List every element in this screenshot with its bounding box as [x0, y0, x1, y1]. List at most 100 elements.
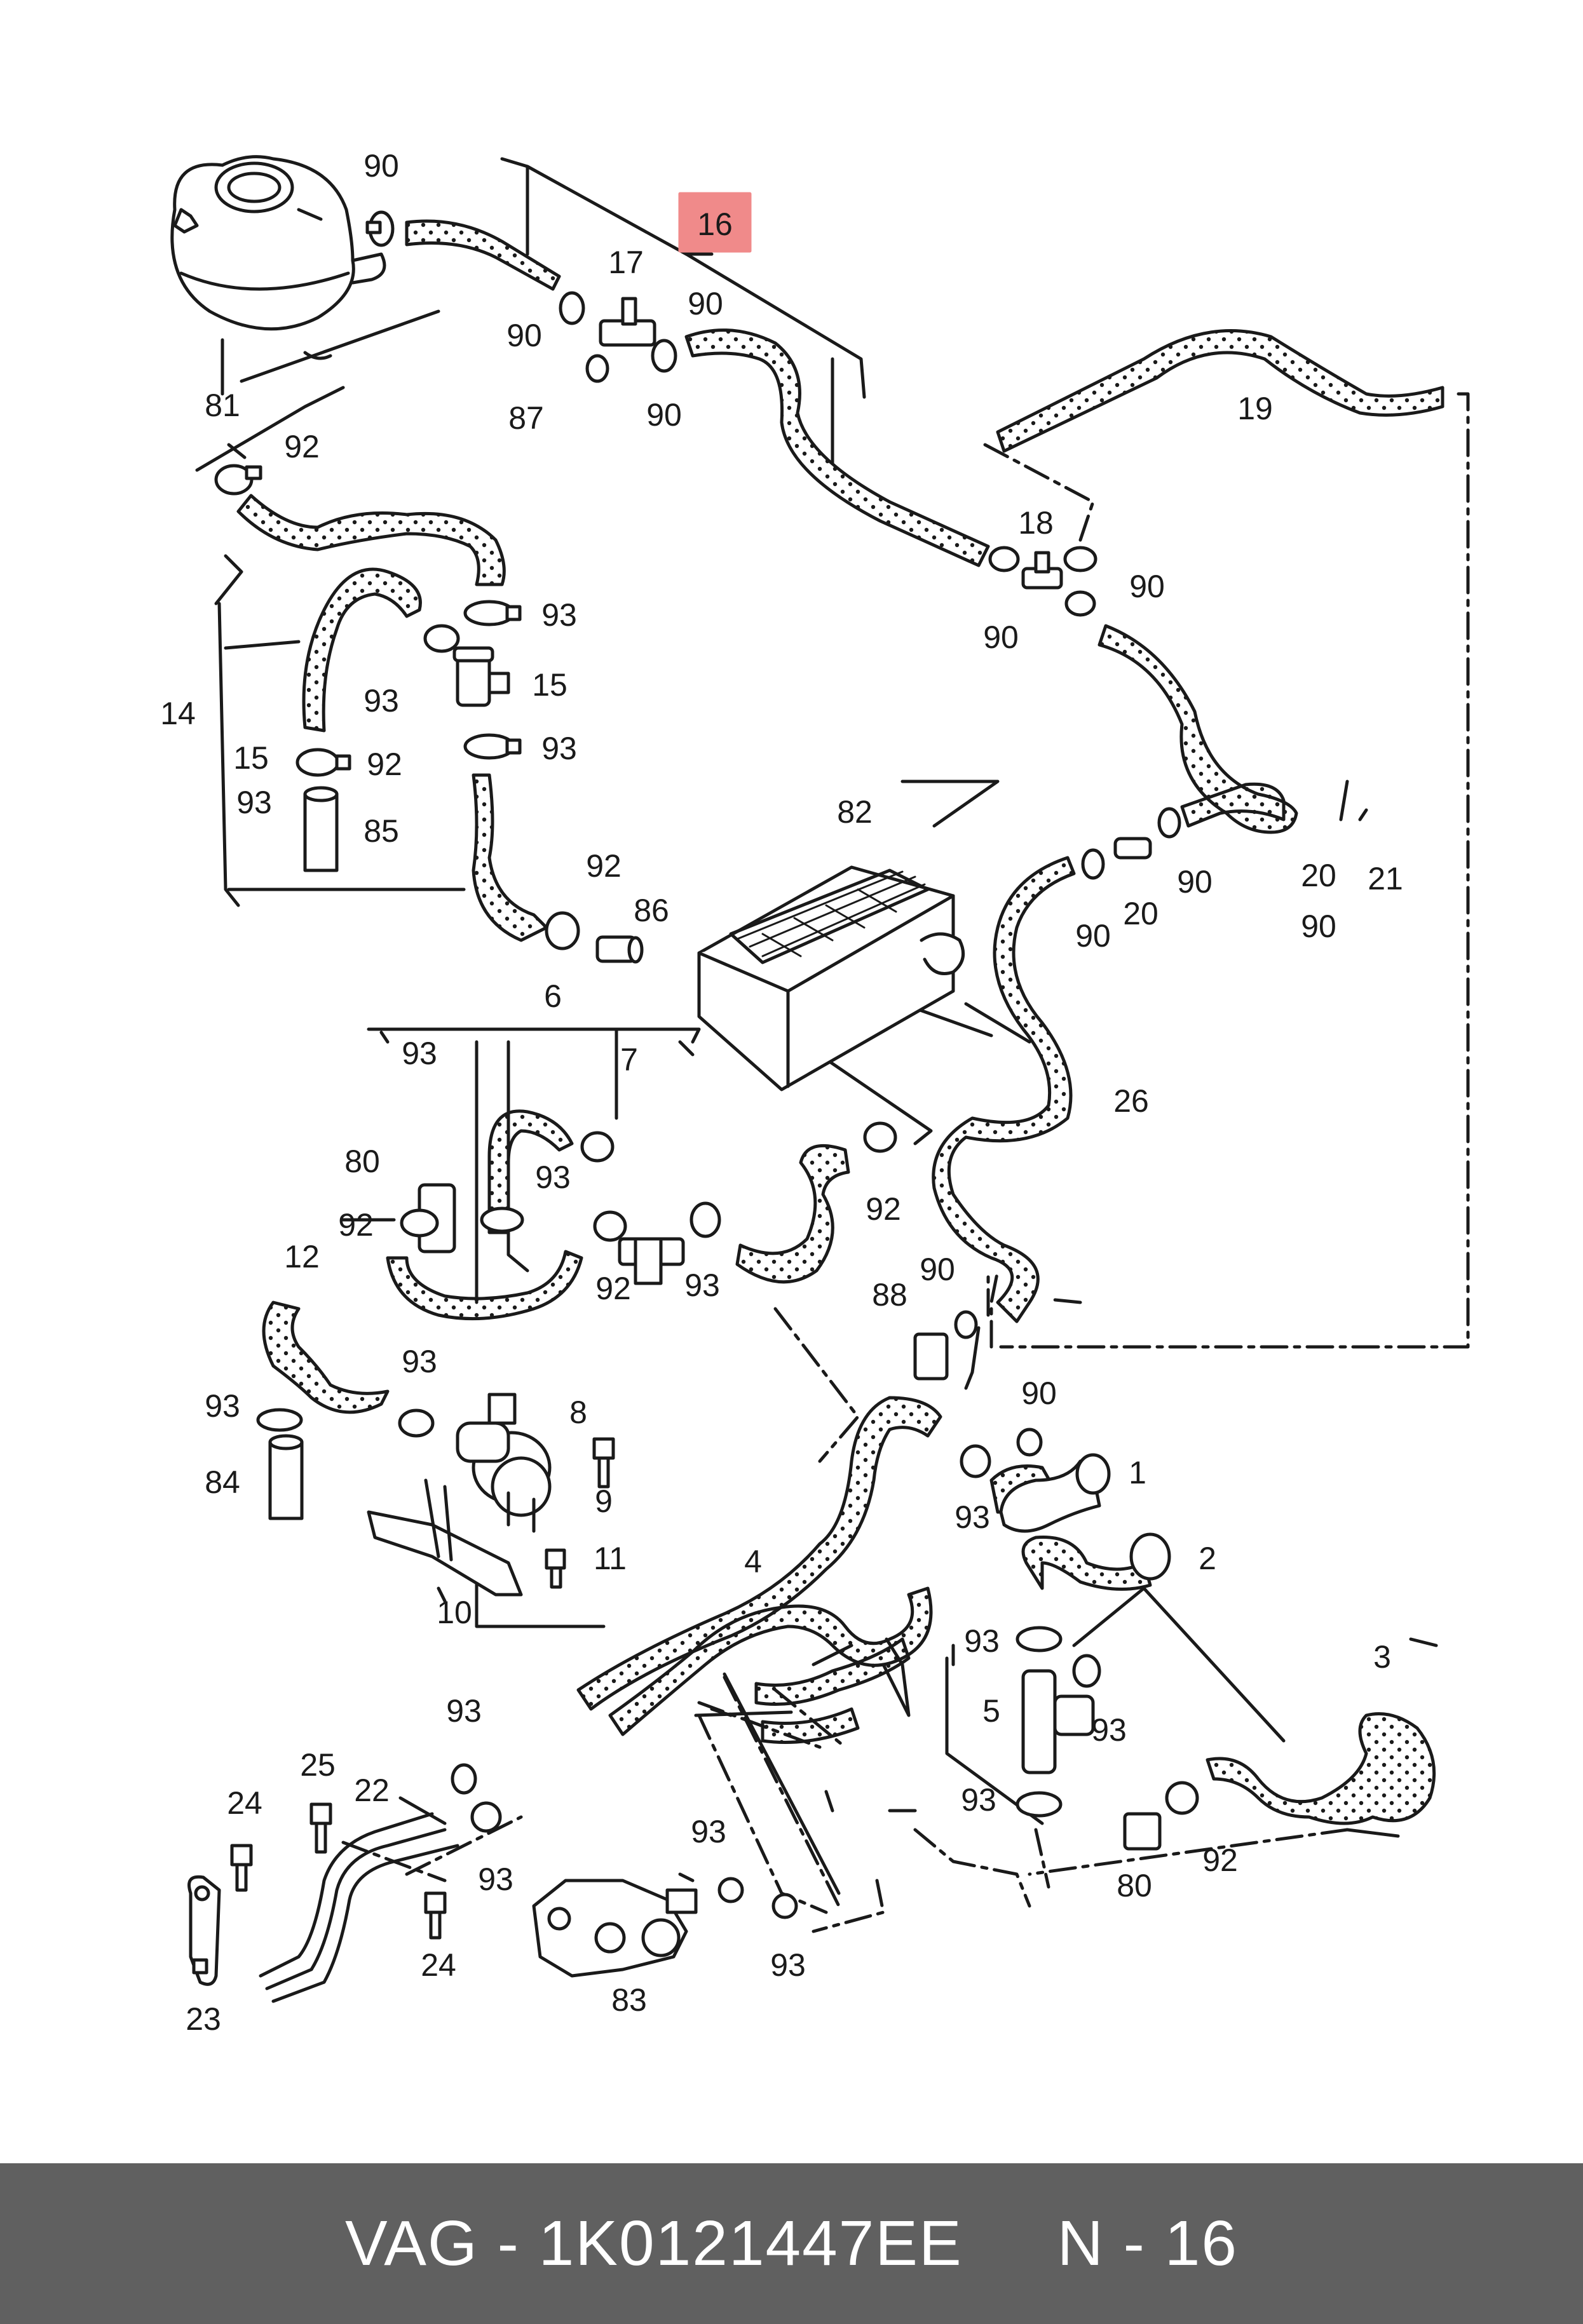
leader-3 — [1142, 1586, 1286, 1743]
hose-20-upper — [1097, 624, 1298, 834]
callout-24: 24 — [227, 1785, 262, 1821]
callout-17: 17 — [608, 245, 644, 280]
callout-92: 92 — [338, 1207, 374, 1243]
clamp-92 — [593, 1210, 627, 1242]
callout-93: 93 — [964, 1623, 1000, 1659]
callout-15: 15 — [532, 667, 567, 703]
callout-90: 90 — [646, 397, 682, 433]
callout-80: 80 — [344, 1144, 380, 1179]
callout-80: 80 — [1117, 1868, 1152, 1903]
callout-12: 12 — [284, 1239, 320, 1274]
callout-26: 26 — [1113, 1083, 1149, 1119]
coolant-hose-exploded-diagram: 90 16 17 90 90 87 90 81 19 92 18 90 90 9… — [160, 148, 1470, 2037]
heater-core — [697, 865, 965, 1091]
clamp-93 — [398, 1409, 435, 1438]
callout-82: 82 — [837, 794, 873, 830]
callout-90: 90 — [1075, 918, 1111, 954]
pipes-22 — [259, 1796, 459, 2003]
callout-90: 90 — [983, 619, 1019, 655]
hose-3 — [1206, 1712, 1436, 1825]
callout-4: 4 — [744, 1544, 762, 1579]
callout-16-highlight — [678, 192, 752, 253]
clamp-92 — [545, 911, 580, 950]
hose-19 — [996, 329, 1444, 453]
callout-93: 93 — [535, 1159, 571, 1195]
callout-93: 93 — [684, 1267, 720, 1303]
screw-24 — [230, 1844, 253, 1892]
clamp-90 — [1016, 1428, 1043, 1457]
callout-93: 93 — [691, 1814, 726, 1849]
elbow-1 — [999, 1453, 1111, 1533]
clamp-90 — [559, 291, 585, 325]
callout-2: 2 — [1199, 1541, 1216, 1576]
clamp-90 — [1157, 807, 1181, 839]
clamp-93 — [1016, 1626, 1063, 1652]
hose-16-main — [684, 328, 990, 567]
footer-callout: N - 16 — [1057, 2208, 1238, 2279]
callout-25: 25 — [300, 1747, 336, 1783]
clamp-92 — [1165, 1781, 1199, 1815]
callout-1: 1 — [1129, 1455, 1146, 1490]
callout-16: 16 — [697, 206, 733, 242]
clamp-93 — [470, 1801, 502, 1833]
callout-93: 93 — [363, 683, 399, 719]
clamp-93 — [690, 1201, 721, 1238]
clamp-93 — [1016, 1791, 1063, 1818]
footer-bar: VAG - 1K0121447EE N - 16 — [0, 2163, 1583, 2324]
callout-90: 90 — [363, 148, 399, 184]
callout-92: 92 — [595, 1271, 631, 1306]
callout-18: 18 — [1018, 505, 1054, 541]
hose-92-81 — [236, 494, 506, 586]
fitting-17 — [599, 297, 656, 347]
clamp-93 — [580, 1131, 615, 1163]
callout-93: 93 — [541, 597, 577, 633]
callout-21: 21 — [1368, 861, 1403, 896]
callout-90: 90 — [920, 1252, 955, 1287]
hose-4-bottom — [761, 1707, 860, 1744]
callout-87: 87 — [508, 400, 544, 436]
clamp-92 — [400, 1208, 439, 1238]
callout-93: 93 — [478, 1861, 513, 1897]
pipe-86 — [595, 935, 644, 964]
clamp-90 — [954, 1310, 978, 1339]
clamp-93 — [771, 1893, 798, 1919]
clamp-93 — [717, 1877, 744, 1903]
hose-4-mid — [754, 1637, 911, 1706]
callout-90: 90 — [1301, 909, 1336, 944]
pipe-84 — [268, 1434, 304, 1520]
callout-19: 19 — [1237, 391, 1273, 426]
clamp-93 — [480, 1206, 524, 1233]
dash-dot-lines — [341, 392, 1470, 1933]
clamp-90 — [651, 339, 677, 373]
pipe-80 — [1123, 1812, 1162, 1851]
callout-88: 88 — [872, 1277, 907, 1313]
hose-14-upper — [302, 567, 422, 733]
callout-93: 93 — [961, 1782, 996, 1818]
hose-26 — [932, 856, 1076, 1323]
clamp-90 — [988, 546, 1020, 572]
hose-6-lower — [386, 1250, 583, 1321]
callout-93: 93 — [205, 1388, 240, 1424]
callout-5: 5 — [982, 1693, 1000, 1729]
clamp-93 — [256, 1408, 303, 1432]
hose-12 — [262, 1300, 390, 1414]
callout-90: 90 — [1129, 569, 1165, 604]
callout-84: 84 — [205, 1464, 240, 1500]
callout-93: 93 — [770, 1947, 806, 1983]
hose-14-lower — [472, 773, 548, 942]
callout-93: 93 — [541, 731, 577, 766]
callout-20: 20 — [1301, 858, 1336, 893]
footer-brand: VAG — [345, 2208, 479, 2279]
callout-92: 92 — [586, 848, 622, 884]
callout-92: 92 — [367, 747, 402, 782]
elbow-2 — [1129, 1532, 1171, 1581]
clamp-92 — [296, 748, 351, 777]
pipe-88 — [913, 1332, 949, 1381]
callout-85: 85 — [363, 813, 399, 849]
callout-labels: 90 16 17 90 90 87 90 81 19 92 18 90 90 9… — [160, 148, 1403, 2037]
clamp-92 — [214, 464, 262, 496]
callout-7: 7 — [620, 1042, 638, 1078]
callout-6: 6 — [544, 978, 562, 1014]
callout-22: 22 — [354, 1773, 390, 1808]
